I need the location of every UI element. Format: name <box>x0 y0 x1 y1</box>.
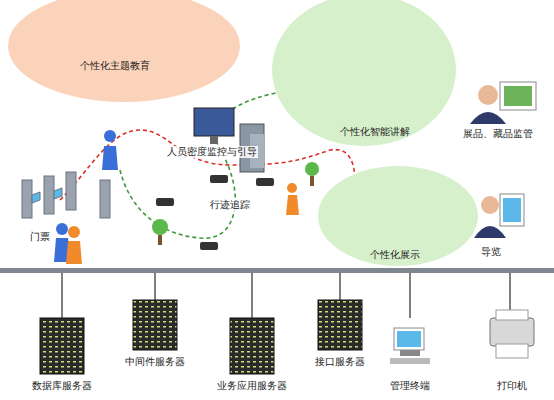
region-blob: 个性化主题教育 <box>8 0 240 102</box>
part-label: 中间件服务器 <box>124 356 186 368</box>
part-label: 导览 <box>480 246 502 258</box>
part-label: 行迹追踪 <box>209 199 251 211</box>
part-label: 业务应用服务器 <box>216 380 288 392</box>
part-label: 打印机 <box>496 380 528 392</box>
part-label: 门票 <box>29 231 51 243</box>
part-label: 接口服务器 <box>314 356 366 368</box>
part-label: 数据库服务器 <box>31 380 93 392</box>
region-title: 个性化主题教育 <box>80 59 150 73</box>
blob-fill <box>8 0 240 102</box>
blob-fill <box>318 166 478 266</box>
blob-fill <box>272 0 456 146</box>
region-blob: 个性化智能讲解 <box>272 0 456 146</box>
part-label: 人员密度监控与引导 <box>166 146 258 158</box>
region-title: 个性化展示 <box>370 248 420 262</box>
part-label: 管理终端 <box>389 380 431 392</box>
region-title: 个性化智能讲解 <box>340 125 410 139</box>
blob-shape <box>8 0 240 102</box>
part-label: 展品、藏品监管 <box>462 128 534 140</box>
region-blob: 个性化展示 <box>318 166 478 266</box>
blob-shape <box>272 0 456 146</box>
